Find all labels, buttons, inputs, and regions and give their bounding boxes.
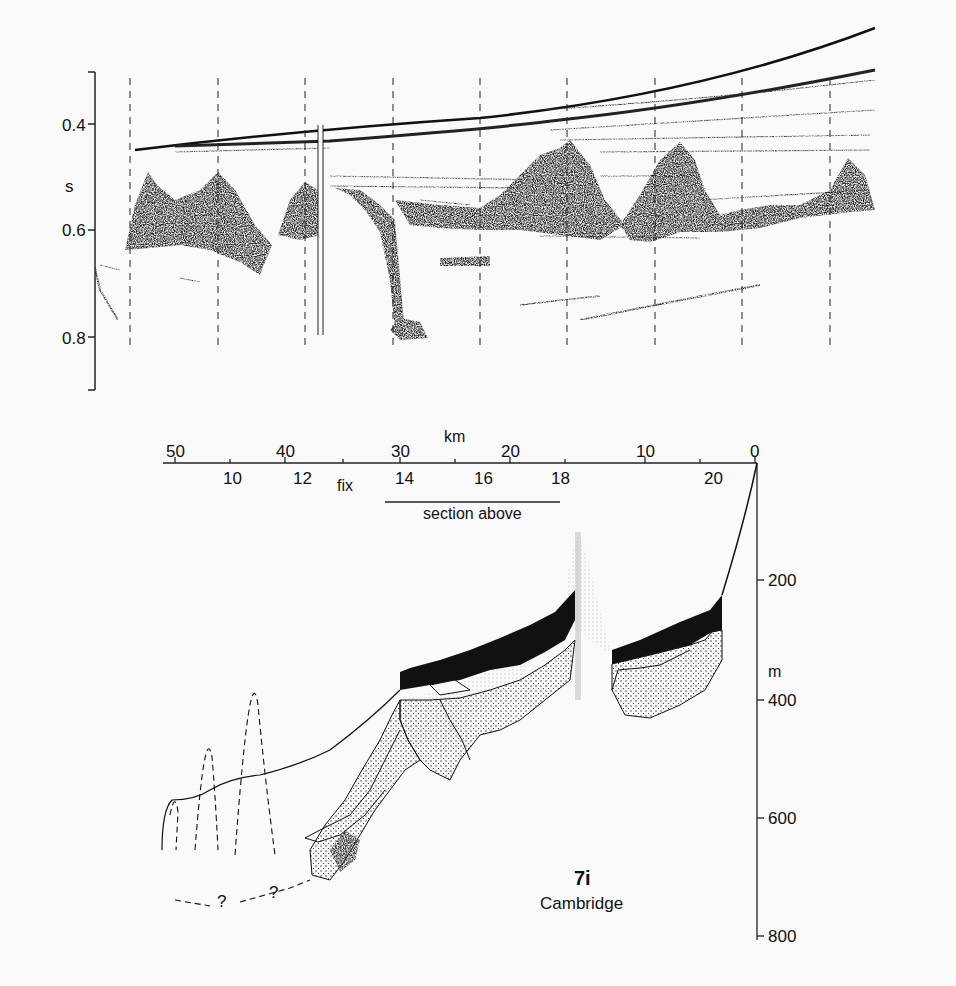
query-mark: ? — [269, 884, 278, 901]
fix-label: fix — [337, 478, 353, 494]
depth-tick-label: 400 — [768, 692, 796, 709]
depth-tick-label: 800 — [768, 928, 796, 945]
fix-number: 14 — [395, 470, 414, 487]
depth-axis — [757, 463, 764, 940]
time-axis — [88, 72, 95, 390]
depth-tick-label: 200 — [768, 572, 796, 589]
time-tick-label: 0.4 — [62, 117, 86, 134]
distance-tick-label: 50 — [166, 443, 185, 460]
distance-tick-label: 40 — [276, 443, 295, 460]
seismic-record — [95, 28, 875, 345]
distance-tick-label: 30 — [391, 443, 410, 460]
time-tick-label: 0.6 — [62, 222, 86, 239]
fix-number: 18 — [551, 470, 570, 487]
section-note: section above — [423, 506, 522, 522]
fix-number: 12 — [293, 470, 312, 487]
fix-number: 20 — [704, 470, 723, 487]
query-mark: ? — [217, 893, 226, 910]
location-name: Cambridge — [540, 895, 623, 912]
depth-unit: m — [768, 664, 781, 680]
depth-tick-label: 600 — [768, 810, 796, 827]
time-unit: s — [65, 178, 74, 195]
fix-number: 10 — [223, 470, 242, 487]
distance-tick-label: 20 — [501, 443, 520, 460]
distance-axis — [163, 457, 757, 502]
fix-number: 16 — [474, 470, 493, 487]
distance-tick-label: 10 — [636, 443, 655, 460]
cross-section — [162, 463, 757, 906]
time-tick-label: 0.8 — [62, 330, 86, 347]
distance-tick-label: 0 — [750, 443, 759, 460]
distance-unit: km — [444, 429, 465, 445]
figure-number: 7i — [574, 868, 591, 888]
